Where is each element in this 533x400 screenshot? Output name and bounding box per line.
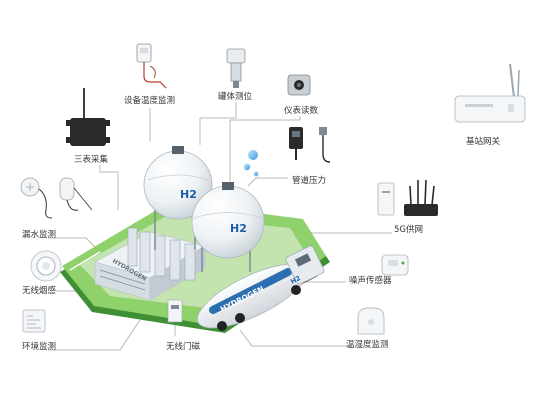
label-equipment-temp: 设备温度监测 [124, 96, 176, 106]
leader-line-meter-reading [229, 116, 301, 182]
smoke-detector-icon [30, 250, 62, 282]
hydrogen-tanks [143, 146, 265, 272]
environment-monitor-icon [22, 309, 46, 333]
label-smoke: 无线烟感 [22, 286, 57, 296]
tank2-marking: H2 [230, 222, 247, 235]
tank1-marking: H2 [180, 188, 197, 201]
label-water-leak: 漏水监测 [22, 230, 57, 240]
pressure-sensor-icon [289, 127, 331, 163]
plant-building [94, 227, 206, 301]
label-pipe-pressure: 管道压力 [292, 176, 327, 186]
meter-reader-icon [287, 74, 311, 96]
5g-router-icon [377, 179, 438, 216]
leader-line-humidity [239, 329, 352, 347]
level-sensor-icon [226, 48, 246, 88]
leader-line-tank-level [199, 102, 237, 145]
label-environment: 环境监测 [22, 342, 57, 352]
leader-line-pipe-pressure [247, 177, 288, 187]
leader-lines [48, 102, 392, 351]
leader-line-environment [48, 319, 141, 351]
label-three-meter: 三表采集 [74, 155, 109, 165]
label-5g: 5G供网 [394, 225, 423, 235]
three-meter-collector-icon [66, 88, 110, 146]
hydrogen-truck [196, 245, 325, 331]
label-tank-level: 罐体测位 [218, 92, 253, 102]
humidity-sensor-icon [357, 307, 385, 335]
label-meter-reading: 仪表读数 [284, 106, 319, 116]
label-noise: 噪声传感器 [349, 276, 392, 286]
temperature-sensor-icon [136, 43, 167, 89]
noise-sensor-icon [381, 254, 409, 276]
truck-marking-suffix: H2 [289, 274, 302, 286]
leader-line-water-leak [48, 237, 97, 249]
leader-line-three-meter [99, 165, 119, 210]
signal-dots [243, 150, 259, 177]
label-base-station: 基站网关 [466, 137, 501, 147]
label-humidity: 温湿度监测 [346, 340, 389, 350]
base-station-gateway-icon [454, 63, 526, 123]
water-leak-sensor-icon [20, 177, 93, 219]
door-post [167, 299, 183, 323]
label-door: 无线门磁 [166, 342, 201, 352]
